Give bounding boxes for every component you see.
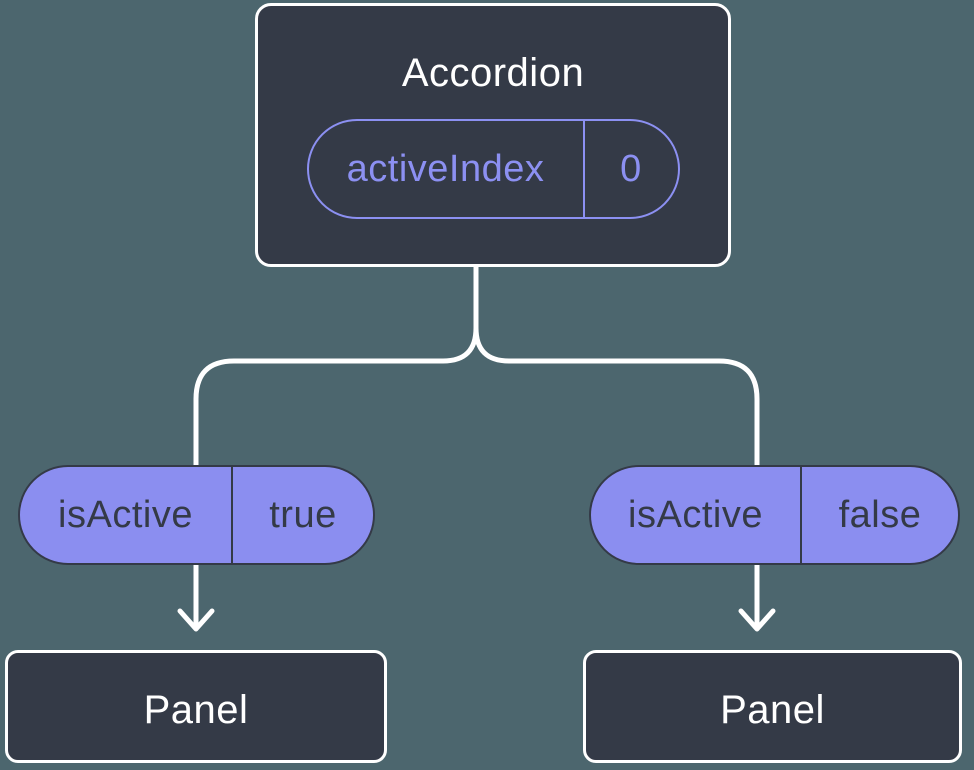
state-name-label: activeIndex — [346, 147, 545, 190]
accordion-node-title: Accordion — [401, 51, 585, 95]
prop-name-label: isActive — [58, 493, 193, 536]
prop-pill-isactive-true: isActive true — [18, 465, 375, 565]
prop-pill-isactive-false: isActive false — [589, 465, 960, 565]
prop-name-label: isActive — [628, 493, 763, 536]
panel-node-right: Panel — [583, 650, 962, 763]
accordion-node: Accordion activeIndex 0 — [255, 3, 731, 267]
state-value-label: 0 — [582, 121, 678, 217]
arrow-down-icon — [738, 608, 776, 632]
panel-node-title: Panel — [143, 687, 249, 732]
connector-left — [177, 263, 479, 632]
arrow-down-icon — [177, 608, 215, 632]
prop-value-label: true — [231, 467, 373, 563]
state-pill-activeindex: activeIndex 0 — [306, 119, 680, 219]
panel-node-title: Panel — [720, 687, 825, 732]
connector-right — [473, 263, 776, 632]
prop-value-label: false — [800, 467, 958, 563]
panel-node-left: Panel — [5, 650, 387, 763]
